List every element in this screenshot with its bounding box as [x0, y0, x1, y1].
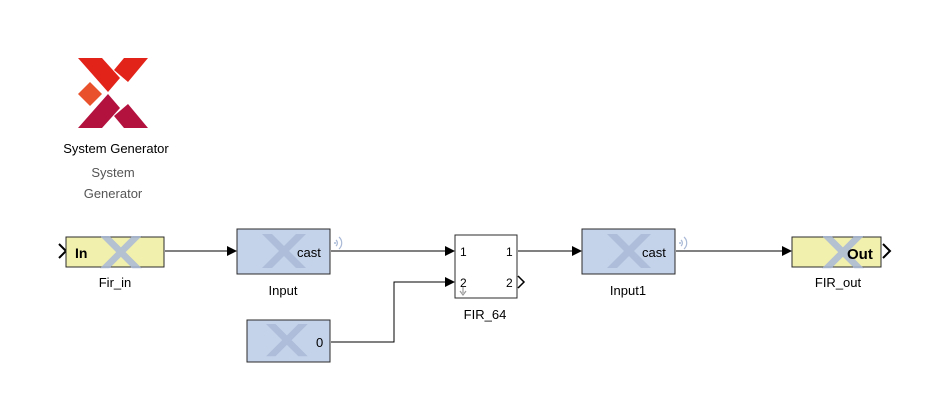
fir64-output-port-1: 1 [506, 245, 513, 259]
gateway-out-name: FIR_out [815, 275, 862, 290]
input1-cast-port-label: cast [642, 245, 666, 260]
system-generator-subtitle-line1: System [91, 165, 134, 180]
output-port-chevron-icon [882, 243, 892, 259]
gateway-out-label: Out [847, 246, 873, 263]
constant-value-label: 0 [316, 335, 323, 350]
constant-block[interactable]: 0 [246, 319, 331, 363]
fir64-input-port-2: 2 [460, 276, 467, 290]
gateway-in-name: Fir_in [99, 275, 132, 290]
system-generator-title: System Generator [63, 141, 169, 156]
input-cast-block[interactable]: cast Input [236, 228, 343, 298]
wireless-signal-icon [679, 236, 688, 250]
gateway-in-block[interactable]: In Fir_in [58, 236, 165, 290]
system-generator-block[interactable]: System Generator System Generator [63, 58, 169, 201]
input1-cast-name: Input1 [610, 283, 646, 298]
signal-line-constant-to-fir64 [331, 277, 455, 343]
fir64-name: FIR_64 [464, 307, 507, 322]
input-cast-port-label: cast [297, 245, 321, 260]
signal-lines [165, 246, 792, 343]
system-generator-subtitle-line2: Generator [84, 186, 143, 201]
download-arrow-icon [459, 287, 467, 296]
output-port-chevron-icon [517, 275, 526, 289]
wireless-signal-icon [334, 236, 343, 250]
fir64-input-port-1: 1 [460, 245, 467, 259]
input-cast-name: Input [269, 283, 298, 298]
input1-cast-block[interactable]: cast Input1 [581, 228, 688, 298]
gateway-out-block[interactable]: Out FIR_out [791, 236, 892, 290]
input-port-chevron-icon [58, 243, 68, 259]
xilinx-logo-icon [78, 58, 148, 128]
fir64-subsystem-block[interactable]: 1 2 1 2 FIR_64 [454, 234, 526, 322]
gateway-in-label: In [75, 245, 87, 261]
fir64-output-port-2: 2 [506, 276, 513, 290]
